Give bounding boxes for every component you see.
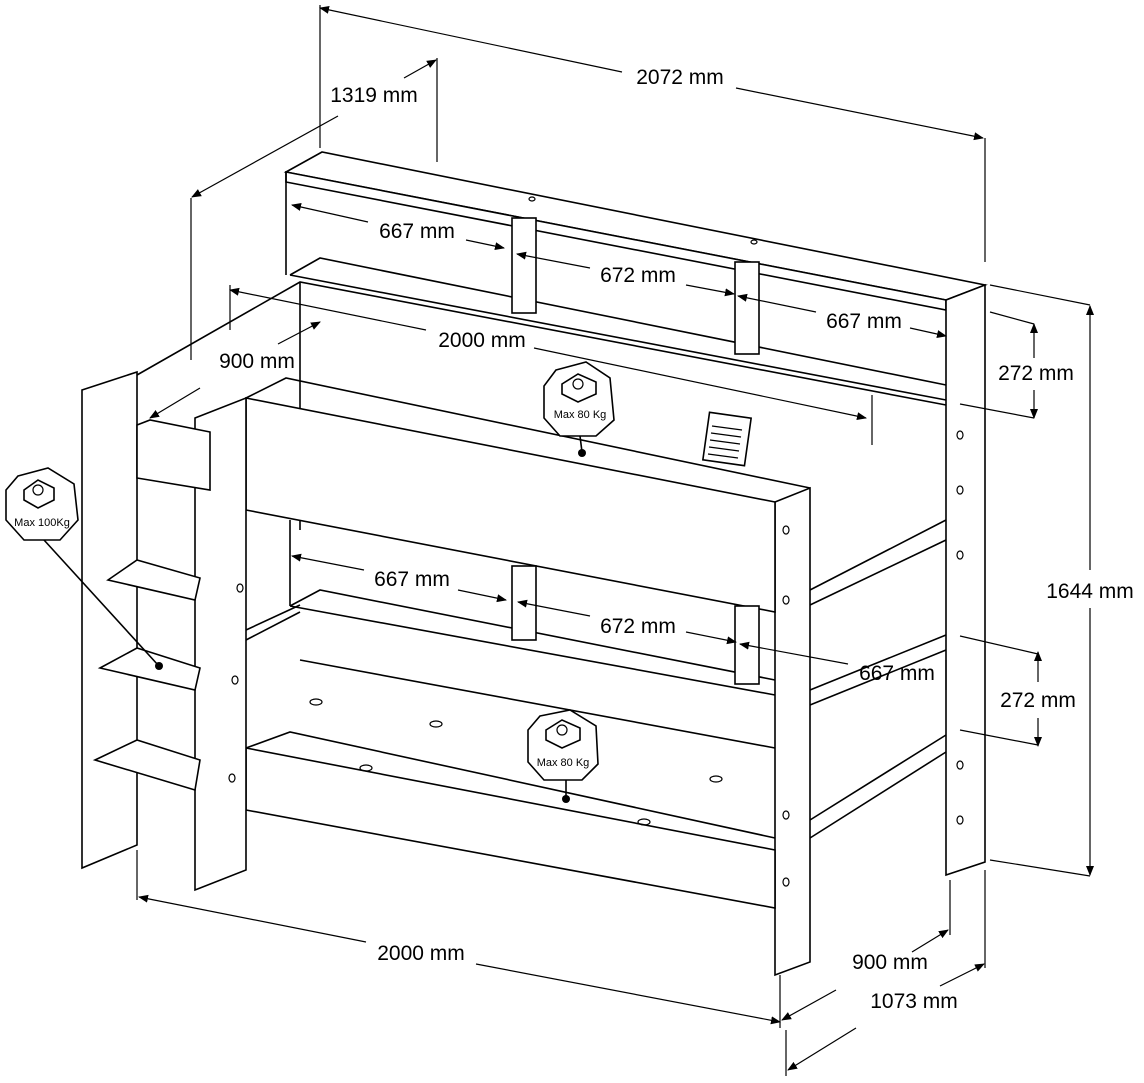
front-left-post (194, 396, 247, 892)
dim-top-shelf-right: 667 mm (826, 310, 902, 333)
bed-structure (81, 151, 988, 977)
upper-guard-rail (245, 397, 776, 613)
load-tag-lower-bed-text: Max 80 Kg (537, 757, 590, 769)
dimension-lines (136, 5, 1094, 1076)
load-tag-upper-bed-text: Max 80 Kg (554, 409, 607, 421)
dim-lower-shelf-left: 667 mm (374, 568, 450, 591)
weight-tag-icon (545, 719, 581, 749)
dim-top-shelf-left: 667 mm (379, 220, 455, 243)
load-tag-upper-bed: Max 80 Kg (543, 361, 615, 457)
front-right-post (774, 486, 811, 977)
dim-overall-width: 2072 mm (636, 66, 724, 89)
dim-lower-shelf-right: 667 mm (859, 662, 935, 685)
dim-lower-guard-height: 272 mm (1000, 689, 1076, 712)
load-tag-ladder-text: Max 100Kg (14, 517, 70, 529)
dim-upper-bed-length: 2000 mm (438, 329, 526, 352)
bolt-holes (228, 196, 964, 887)
dim-upper-bed-depth: 900 mm (219, 350, 295, 373)
top-shelf-unit (283, 151, 988, 401)
load-tag-ladder: Max 100Kg (5, 467, 163, 670)
dim-overall-height: 1644 mm (1046, 580, 1134, 603)
dim-top-shelf-middle: 672 mm (600, 264, 676, 287)
dimension-labels: 2072 mm 1319 mm 667 mm 672 mm 667 mm 900… (219, 66, 1134, 1013)
lower-shelf-unit (289, 520, 947, 706)
dim-bottom-depth: 900 mm (852, 951, 928, 974)
dim-lower-shelf-middle: 672 mm (600, 615, 676, 638)
right-end-panel (945, 283, 986, 877)
lower-front-rail (245, 747, 776, 909)
dim-bottom-overall-depth: 1073 mm (870, 990, 958, 1013)
instruction-sheet-icon (701, 411, 753, 467)
ladder (81, 370, 211, 870)
dim-upper-guard-height: 272 mm (998, 362, 1074, 385)
load-tag-lower-bed: Max 80 Kg (527, 709, 599, 803)
weight-tag-icon (23, 479, 55, 509)
weight-tag-icon (561, 373, 597, 403)
dim-bottom-length: 2000 mm (377, 942, 465, 965)
dim-overall-depth-top: 1319 mm (330, 84, 418, 107)
